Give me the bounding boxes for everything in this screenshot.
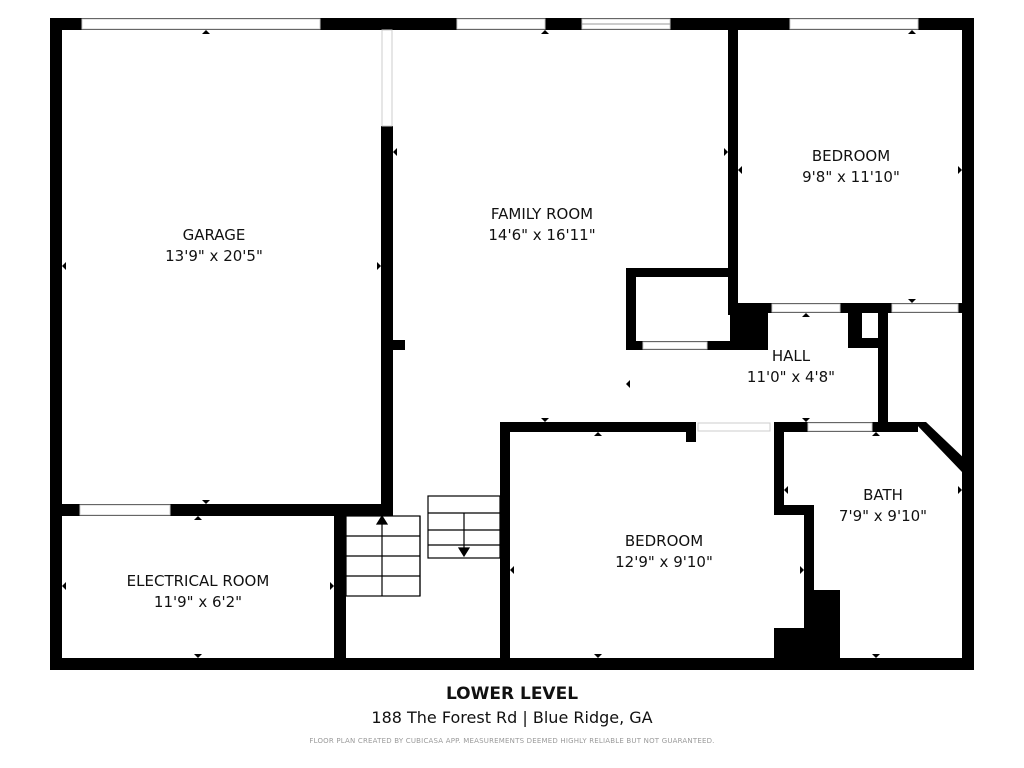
dimension-markers [62,30,962,658]
wall-bath-jog [774,505,812,515]
outer-wall-bottom [50,658,974,670]
marker-icon [541,30,549,34]
marker-icon [908,30,916,34]
walls [50,18,974,670]
wall-family-bedroom1 [728,30,738,315]
marker-icon [738,166,742,174]
garage-door-opening [81,18,321,30]
property-address: 188 The Forest Rd | Blue Ridge, GA [371,708,653,727]
hall-closet-a [848,303,862,348]
marker-icon [908,299,916,303]
bath-name: BATH [863,486,903,504]
wall-bath-left-lower [804,505,814,658]
level-title: LOWER LEVEL [445,684,579,704]
marker-icon [802,418,810,422]
marker-icon [393,148,397,156]
openings [79,18,959,516]
marker-icon [958,166,962,174]
outer-wall-left [50,18,62,670]
bedroom1-door-opening [771,303,841,313]
bedroom-2-dims: 12'9" x 9'10" [615,553,713,571]
marker-icon [194,654,202,658]
garage-dims: 13'9" x 20'5" [165,247,263,265]
marker-icon [724,148,728,156]
marker-icon [958,486,962,494]
family-door-opening [456,18,546,30]
hall-name: HALL [772,347,811,365]
wall-bedroom2-left [500,422,510,658]
bedroom2-closet-block [774,628,814,658]
wall-bedroom2-right [774,422,784,508]
marker-icon [878,380,882,388]
marker-icon [594,654,602,658]
marker-icon [194,516,202,520]
stair-up-arrow-icon [375,514,389,525]
marker-icon [62,582,66,590]
marker-icon [330,582,334,590]
hall-dims: 11'0" x 4'8" [747,368,835,386]
room-labels: GARAGE 13'9" x 20'5" FAMILY ROOM 14'6" x… [127,147,927,611]
garage-family-opening [381,29,393,127]
wall-garage-family [381,126,393,516]
bedroom1-window [789,18,919,30]
disclaimer-note: FLOOR PLAN CREATED BY CUBICASA APP. MEAS… [309,737,715,745]
marker-icon [377,262,381,270]
marker-icon [800,566,804,574]
floor-plan: GARAGE 13'9" x 20'5" FAMILY ROOM 14'6" x… [50,18,974,670]
closet-door-opening [642,341,708,350]
hall-closet-c [878,303,888,423]
hall-closet-b [848,338,888,348]
marker-icon [510,566,514,574]
electrical-door-opening [79,504,171,516]
hall-closet-door-opening [891,303,959,313]
bedroom-1-name: BEDROOM [812,147,890,165]
marker-icon [872,654,880,658]
wall-bedroom2-top-stub [686,422,696,442]
stair-flight-right [427,495,501,559]
family-room-name: FAMILY ROOM [491,205,593,223]
marker-icon [802,313,810,317]
wall-bedroom2-top [500,422,692,432]
bath-door-opening [807,422,873,432]
bedroom2-door-opening [697,422,771,432]
marker-icon [594,432,602,436]
marker-icon [62,262,66,270]
marker-icon [541,418,549,422]
marker-icon [202,500,210,504]
marker-icon [626,380,630,388]
electrical-room-name: ELECTRICAL ROOM [127,572,270,590]
wall-electrical-right [334,516,346,658]
electrical-room-dims: 11'9" x 6'2" [154,593,242,611]
wall-garage-stub [393,340,405,350]
stair-down-arrow-icon [457,547,471,558]
wall-bath-diagonal [914,422,968,476]
garage-name: GARAGE [183,226,246,244]
marker-icon [202,30,210,34]
bedroom-1-dims: 9'8" x 11'10" [802,168,900,186]
family-room-dims: 14'6" x 16'11" [488,226,595,244]
marker-icon [872,432,880,436]
marker-icon [784,486,788,494]
outer-wall-right [962,18,974,670]
stairs [345,495,501,597]
bedroom-2-name: BEDROOM [625,532,703,550]
closet-left [626,268,636,350]
closet-top [626,268,738,277]
bath-dims: 7'9" x 9'10" [839,507,927,525]
